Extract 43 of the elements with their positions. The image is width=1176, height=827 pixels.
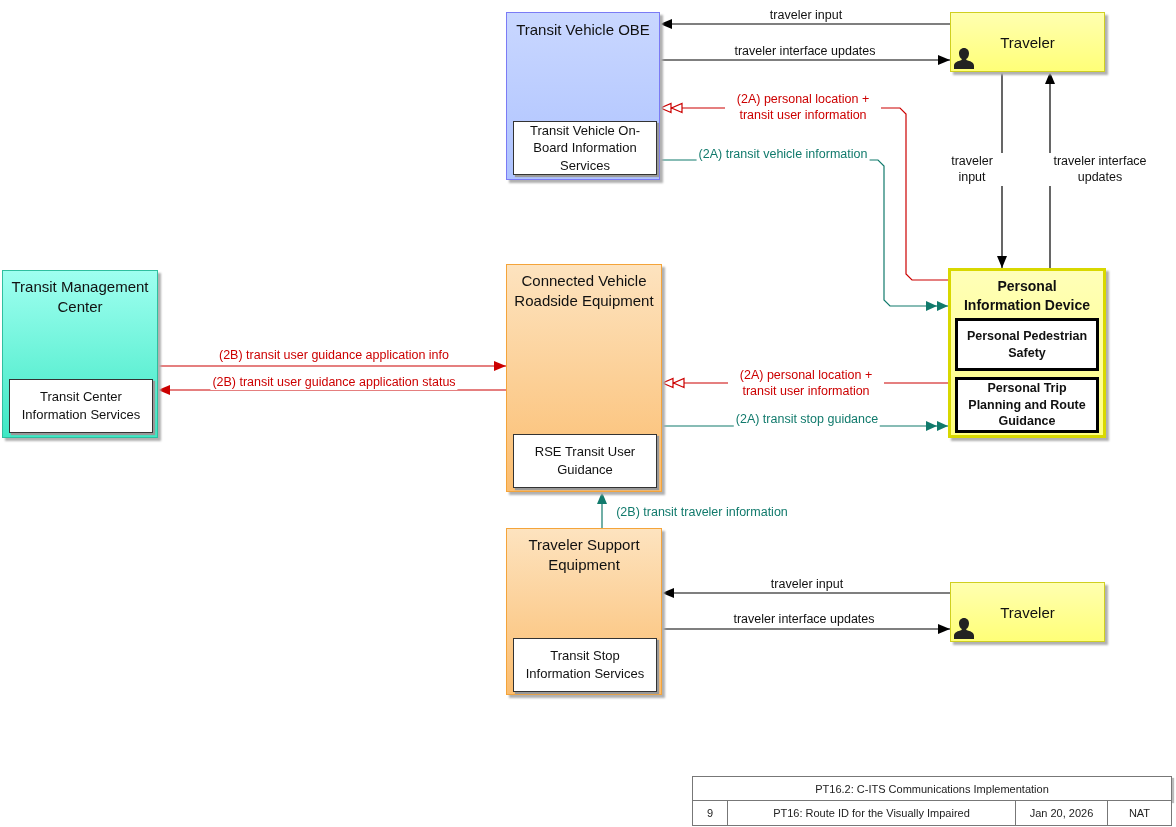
object-box xyxy=(9,379,153,433)
node-title: Transit Management Center xyxy=(10,277,150,318)
node-title: Traveler xyxy=(999,603,1056,623)
system-box xyxy=(506,264,662,492)
arrow xyxy=(659,55,951,65)
node-title: Transit Vehicle On-Board Information Services xyxy=(528,121,642,175)
system-box xyxy=(948,268,1106,438)
node-title: Connected Vehicle Roadside Equipment xyxy=(513,271,655,312)
node-title: Transit Center Information Services xyxy=(20,388,142,424)
edge-label: (2B) transit user guidance application info xyxy=(217,347,451,364)
node-title: Traveler xyxy=(999,33,1056,53)
edge-label: traveler input xyxy=(768,576,846,593)
object-box xyxy=(955,377,1099,433)
title-block-cell: PT16.2: C-ITS Communications Implementation xyxy=(692,776,1172,801)
title-block-cell: 9 xyxy=(692,800,728,826)
arrow xyxy=(661,588,951,598)
edge-label: (2B) transit traveler information xyxy=(614,504,790,521)
object-box xyxy=(513,434,657,488)
edge-label: traveler interface updates xyxy=(731,611,877,628)
node-title: Transit Vehicle OBE xyxy=(515,20,651,40)
title-block-cell: NAT xyxy=(1107,800,1172,826)
arrow xyxy=(659,19,951,29)
system-box xyxy=(506,12,660,180)
terminator-box xyxy=(950,582,1105,642)
object-box xyxy=(513,121,657,175)
terminator-box xyxy=(950,12,1105,72)
edge-label: (2A) transit vehicle information xyxy=(696,146,870,163)
node-title: Personal Trip Planning and Route Guidance xyxy=(967,379,1087,431)
object-box xyxy=(955,318,1099,371)
edge-label: (2B) transit user guidance application status xyxy=(210,374,458,391)
edge-label: traveler input xyxy=(767,7,845,24)
arrow xyxy=(661,624,951,634)
node-title: Transit Stop Information Services xyxy=(524,647,646,683)
node-title: RSE Transit User Guidance xyxy=(533,443,637,479)
edge-label: (2A) transit stop guidance xyxy=(733,411,881,428)
system-box xyxy=(506,528,662,695)
system-box xyxy=(2,270,158,438)
node-title: Personal Pedestrian Safety xyxy=(965,327,1089,362)
object-box xyxy=(513,638,657,692)
edge-label: traveler interface updates xyxy=(732,43,878,60)
node-title: Personal Information Device xyxy=(963,277,1091,315)
arrow xyxy=(597,491,607,529)
node-title: Traveler Support Equipment xyxy=(527,535,641,576)
